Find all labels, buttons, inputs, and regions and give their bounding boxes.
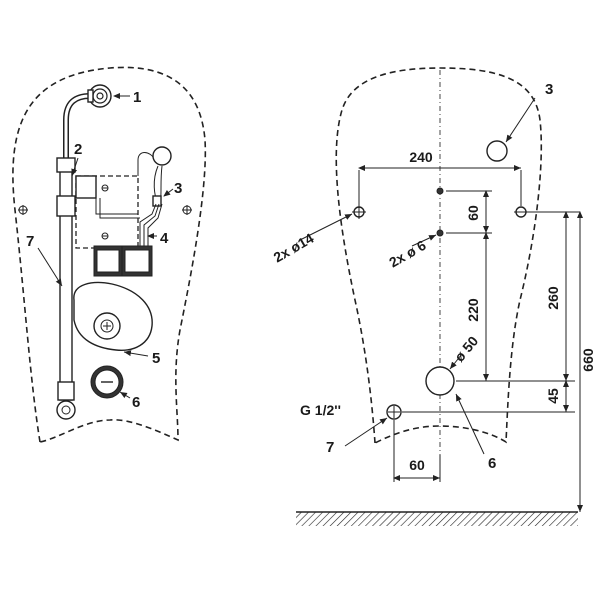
left-basin-outline xyxy=(12,66,207,443)
dim-60-vertical: 60 xyxy=(465,205,481,221)
callout-5: 5 xyxy=(152,350,160,367)
dim-2x-dia-6: 2x ø 6 xyxy=(386,237,429,271)
callout-3-left: 3 xyxy=(174,180,182,197)
dim-220: 220 xyxy=(465,298,481,322)
dim-260: 260 xyxy=(545,286,561,310)
callout-6-left: 6 xyxy=(132,394,140,411)
inlet-hole xyxy=(386,404,402,420)
outlet-hole xyxy=(425,366,455,396)
callout-2: 2 xyxy=(74,141,82,158)
callout-7-right: 7 xyxy=(326,439,334,456)
small-hole-bottom xyxy=(436,229,444,237)
valve-body xyxy=(75,152,156,249)
callout-6-right: 6 xyxy=(488,455,496,472)
dim-660: 660 xyxy=(580,348,596,372)
dim-dia-50: ø 50 xyxy=(451,333,481,365)
part-4-electronics xyxy=(93,203,163,277)
part-3-sensor xyxy=(152,146,172,207)
callout-1: 1 xyxy=(133,89,141,106)
callout-4: 4 xyxy=(160,230,169,247)
fixing-hole-right xyxy=(514,206,528,218)
right-basin-outline xyxy=(335,67,543,445)
left-fixing-mark-right xyxy=(182,205,192,215)
left-fixing-mark-left xyxy=(18,205,28,215)
dim-240: 240 xyxy=(409,149,433,165)
right-view: 3 240 2x ø14 2x ø 6 60 220 xyxy=(271,67,596,526)
floor-line xyxy=(296,511,578,526)
fixing-hole-left xyxy=(352,205,366,219)
left-view: 1 3 xyxy=(12,66,207,443)
part-1-connector xyxy=(87,84,112,108)
sensor-hole xyxy=(486,140,508,162)
part-6-drain xyxy=(90,365,124,399)
small-hole-top xyxy=(436,187,444,195)
callout-7-left: 7 xyxy=(26,233,34,250)
callout-3-right: 3 xyxy=(545,81,553,98)
dim-g-1-2: G 1/2'' xyxy=(300,402,341,418)
part-7-pipe xyxy=(56,157,76,420)
part-5-housing xyxy=(73,281,153,351)
dim-45: 45 xyxy=(545,388,561,404)
dim-60-horizontal: 60 xyxy=(409,457,425,473)
inlet-hose xyxy=(63,93,91,160)
dim-2x-dia-14: 2x ø14 xyxy=(271,230,317,266)
